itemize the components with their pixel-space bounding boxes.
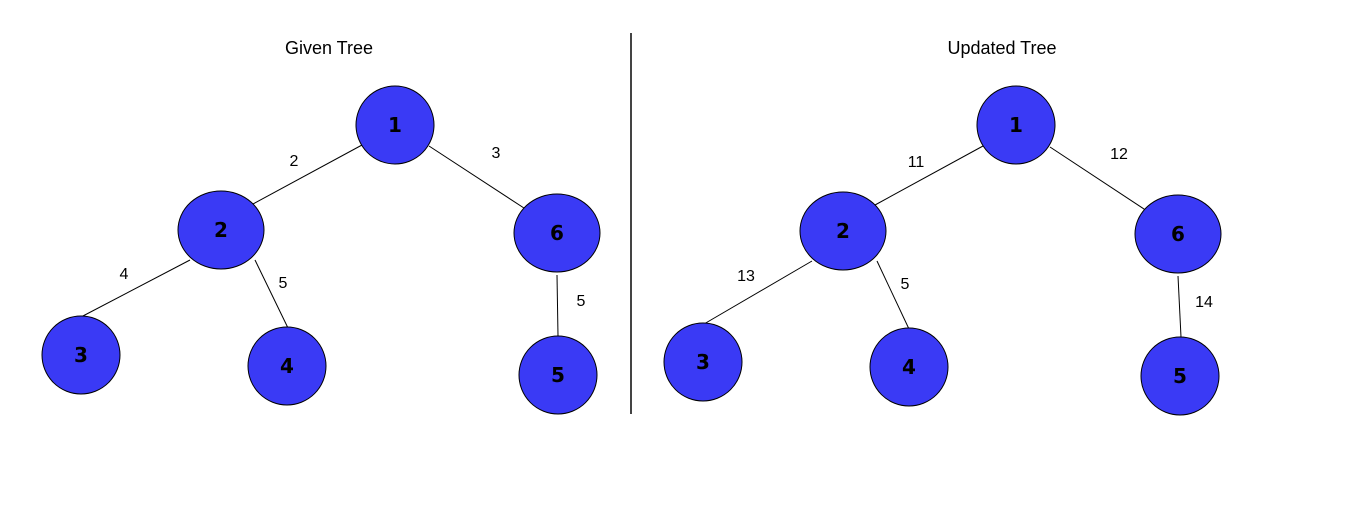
updated-node-6: 6 — [1134, 194, 1222, 274]
updated-node-circle-1 — [976, 85, 1056, 165]
given-node-label-5: 5 — [551, 363, 565, 387]
given-tree-title: Given Tree — [285, 38, 373, 58]
updated-edge-weight-1-2: 11 — [908, 154, 925, 171]
given-edge-6-5 — [556, 274, 559, 337]
given-edge-2-4 — [254, 259, 289, 329]
given-edge-1-6 — [428, 145, 528, 211]
given-node-6: 6 — [513, 193, 601, 273]
updated-edge-weight-1-6: 12 — [1110, 146, 1128, 163]
given-edge-1-2 — [252, 144, 363, 205]
updated-edge-1-6 — [1049, 146, 1148, 212]
given-node-1: 1 — [355, 85, 435, 165]
updated-node-label-6: 6 — [1171, 222, 1185, 246]
updated-edge-2-4 — [876, 260, 910, 330]
updated-node-circle-6 — [1134, 194, 1222, 274]
given-edge-weight-2-3: 4 — [120, 266, 129, 283]
updated-node-label-4: 4 — [902, 355, 916, 379]
given-node-label-3: 3 — [74, 343, 88, 367]
given-node-circle-5 — [518, 335, 598, 415]
given-node-2: 2 — [177, 190, 265, 270]
updated-edge-1-2 — [874, 145, 984, 206]
updated-node-circle-3 — [663, 322, 743, 402]
given-tree: 2 3 4 5 5 1 2 6 3 4 5 — [41, 85, 601, 415]
updated-edge-2-3 — [703, 260, 813, 325]
given-node-circle-2 — [177, 190, 265, 270]
updated-node-label-2: 2 — [836, 219, 850, 243]
updated-node-1: 1 — [976, 85, 1056, 165]
given-node-3: 3 — [41, 315, 121, 395]
updated-node-label-3: 3 — [696, 350, 710, 374]
updated-tree-title: Updated Tree — [947, 38, 1056, 58]
given-node-label-4: 4 — [280, 354, 294, 378]
updated-edge-weight-6-5: 14 — [1195, 294, 1213, 311]
given-edge-2-3 — [80, 259, 191, 318]
updated-edge-6-5 — [1177, 275, 1182, 338]
given-node-circle-3 — [41, 315, 121, 395]
given-node-5: 5 — [518, 335, 598, 415]
given-node-label-1: 1 — [388, 113, 402, 137]
updated-node-circle-2 — [799, 191, 887, 271]
given-edge-weight-1-2: 2 — [290, 153, 299, 170]
updated-node-label-5: 5 — [1173, 364, 1187, 388]
updated-node-2: 2 — [799, 191, 887, 271]
given-node-circle-4 — [247, 326, 327, 406]
given-edge-weight-1-6: 3 — [492, 145, 501, 162]
updated-node-circle-5 — [1140, 336, 1220, 416]
updated-node-label-1: 1 — [1009, 113, 1023, 137]
updated-node-circle-4 — [869, 327, 949, 407]
updated-node-4: 4 — [869, 327, 949, 407]
given-node-4: 4 — [247, 326, 327, 406]
updated-edge-weight-2-3: 13 — [737, 268, 755, 285]
given-node-circle-1 — [355, 85, 435, 165]
given-node-label-2: 2 — [214, 218, 228, 242]
given-node-label-6: 6 — [550, 221, 564, 245]
given-node-circle-6 — [513, 193, 601, 273]
updated-edge-weight-2-4: 5 — [901, 276, 910, 293]
updated-node-3: 3 — [663, 322, 743, 402]
given-edge-weight-2-4: 5 — [279, 275, 288, 292]
updated-node-5: 5 — [1140, 336, 1220, 416]
given-edge-weight-6-5: 5 — [577, 293, 586, 310]
